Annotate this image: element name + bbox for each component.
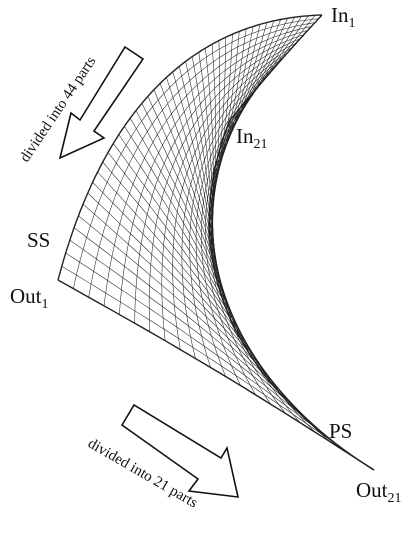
label-in1: In1	[331, 3, 356, 31]
label-in21: In21	[236, 124, 268, 152]
label-ss: SS	[27, 228, 50, 252]
mesh-line	[224, 15, 309, 136]
mesh-line	[78, 215, 323, 434]
label-ps: PS	[329, 419, 352, 443]
mesh-line	[219, 17, 295, 151]
mesh-line	[73, 227, 332, 441]
arrow-21-shape	[120, 403, 240, 498]
mesh-line	[69, 239, 342, 449]
mesh-line	[87, 192, 305, 418]
mesh-line	[97, 171, 289, 403]
mesh-line	[118, 134, 262, 371]
mesh-line	[61, 266, 363, 464]
mesh-line	[65, 252, 353, 456]
arrow-21-parts: divided into 21 parts	[85, 403, 240, 511]
arrow-44-shape	[58, 45, 145, 160]
mesh-line	[107, 152, 275, 387]
mesh-line	[102, 161, 282, 395]
mesh-line	[141, 103, 241, 339]
surface-mesh	[57, 14, 375, 471]
mesh-line	[82, 203, 314, 426]
mesh-line	[57, 14, 323, 281]
mesh-line	[211, 107, 345, 452]
mesh-line	[129, 118, 251, 355]
mesh-line	[57, 279, 375, 471]
mesh-line	[113, 143, 268, 379]
arrow-44-parts: divided into 44 parts	[17, 45, 145, 165]
label-out1: Out1	[10, 284, 49, 312]
mesh-line	[92, 182, 297, 411]
mesh-line	[229, 14, 323, 121]
mesh-line	[124, 126, 256, 363]
label-out21: Out21	[356, 478, 402, 506]
mesh-line	[135, 110, 245, 347]
mesh-line	[221, 16, 302, 143]
